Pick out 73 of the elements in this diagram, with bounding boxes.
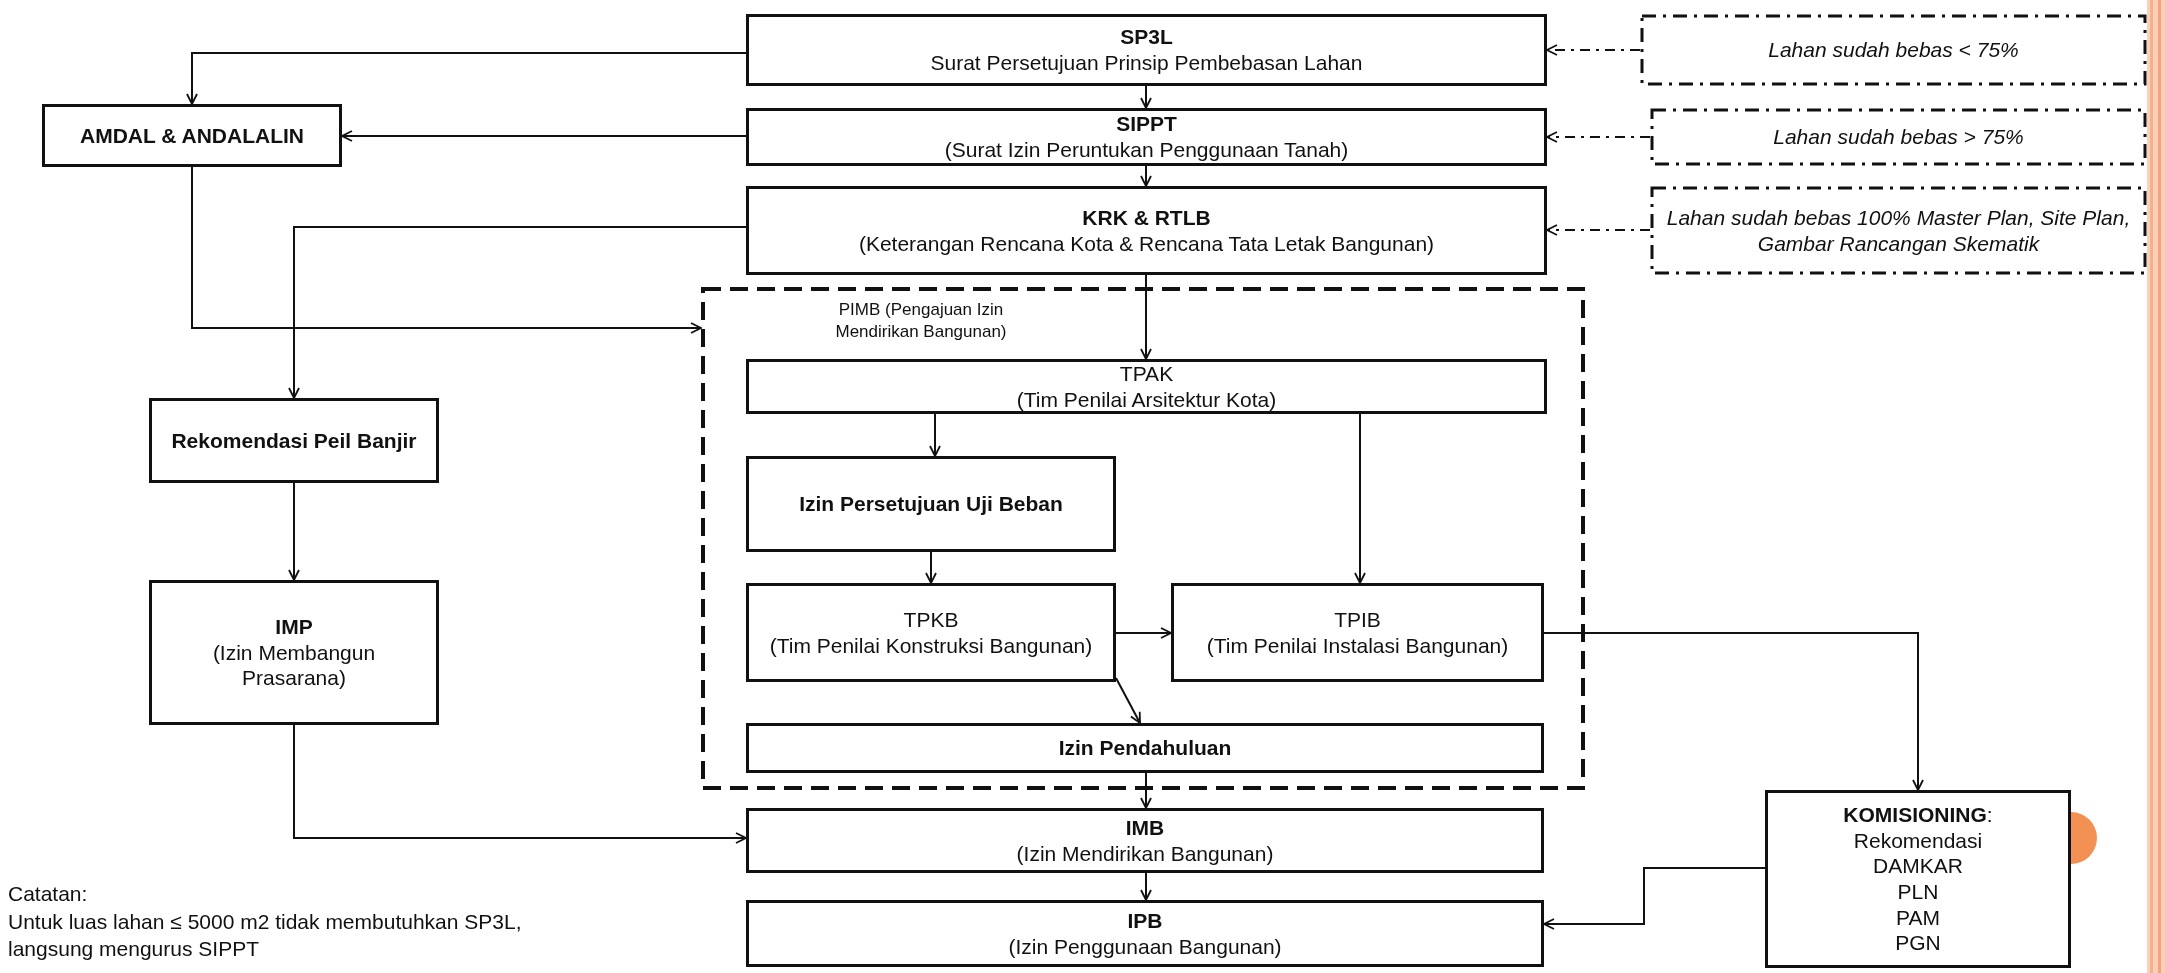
box-text: Surat Persetujuan Prinsip Pembebasan Lahan bbox=[930, 50, 1363, 76]
box-text: PAM bbox=[1896, 904, 1940, 931]
note-heading: Catatan: bbox=[8, 881, 88, 907]
box-title: IMB bbox=[1125, 814, 1165, 841]
box-text: (Keterangan Rencana Kota & Rencana Tata Letak Bangunan) bbox=[858, 230, 1435, 257]
box-title: AMDAL & ANDALALIN bbox=[80, 122, 304, 149]
box-title: KRK & RTLB bbox=[1082, 204, 1211, 231]
box-title: TPIB bbox=[1334, 606, 1381, 633]
arrow bbox=[1140, 872, 1152, 901]
box-text: (Tim Penilai Arsitektur Kota) bbox=[1016, 386, 1277, 413]
dash-dot-arrow bbox=[1546, 44, 1641, 56]
box-title: Lahan sudah bebas 100% Master Plan, Site Plan, Gambar Rancangan Skematik bbox=[1665, 204, 2132, 257]
condition-note bbox=[1650, 186, 2147, 275]
process-box bbox=[149, 398, 439, 483]
process-box bbox=[1765, 790, 2071, 968]
box-text: (Tim Penilai Instalasi Bangunan) bbox=[1206, 632, 1509, 659]
dash-dot-arrow bbox=[1546, 224, 1651, 236]
arrow bbox=[1354, 413, 1366, 584]
dash-dot-arrow bbox=[1546, 131, 1651, 143]
arrow bbox=[341, 130, 747, 142]
arrow bbox=[1140, 772, 1152, 809]
box-text: (Izin Membangun Prasarana) bbox=[211, 639, 377, 691]
process-box bbox=[746, 359, 1547, 414]
arrow bbox=[288, 482, 300, 581]
process-box bbox=[746, 808, 1544, 873]
note-text: Untuk luas lahan ≤ 5000 m2 tidak membutuhkan SP3L, langsung mengurus SIPPT bbox=[8, 909, 523, 963]
box-title: IMP bbox=[275, 614, 313, 640]
process-box bbox=[1171, 583, 1544, 682]
box-title: TPKB bbox=[903, 606, 959, 633]
arrow bbox=[186, 52, 747, 105]
box-title: Lahan sudah bebas > 75% bbox=[1773, 124, 2024, 150]
arrow bbox=[1140, 274, 1152, 360]
arrow bbox=[1543, 867, 1766, 930]
box-title: IPB bbox=[1127, 907, 1163, 934]
box-title: Rekomendasi Peil Banjir bbox=[171, 427, 417, 454]
arrow bbox=[191, 166, 702, 334]
arrow bbox=[288, 226, 747, 399]
box-text: (Izin Mendirikan Bangunan) bbox=[1016, 840, 1274, 867]
process-box bbox=[746, 456, 1116, 552]
arrow bbox=[1140, 85, 1152, 109]
box-title: Lahan sudah bebas < 75% bbox=[1768, 37, 2019, 63]
box-text: PLN bbox=[1897, 879, 1939, 905]
box-text: (Surat Izin Peruntukan Penggunaan Tanah) bbox=[944, 137, 1349, 163]
box-title: TPAK bbox=[1119, 360, 1174, 387]
process-box bbox=[746, 108, 1547, 166]
box-title: SIPPT bbox=[1116, 111, 1177, 137]
box-text: PGN bbox=[1895, 930, 1941, 956]
box-title: SP3L bbox=[1120, 24, 1173, 50]
process-box bbox=[746, 723, 1544, 773]
box-title: Izin Pendahuluan bbox=[1058, 735, 1232, 761]
condition-note bbox=[1640, 14, 2147, 86]
box-text: DAMKAR bbox=[1873, 853, 1963, 879]
group-frame bbox=[701, 287, 1585, 790]
process-box bbox=[149, 580, 439, 725]
process-box bbox=[746, 14, 1547, 86]
arrow bbox=[929, 413, 941, 457]
box-text: (Tim Penilai Konstruksi Bangunan) bbox=[769, 632, 1093, 659]
box-text: Rekomendasi bbox=[1853, 827, 1983, 854]
arrow bbox=[1140, 165, 1152, 187]
process-box bbox=[746, 186, 1547, 275]
process-box bbox=[42, 104, 342, 167]
process-box bbox=[746, 583, 1116, 682]
arrow bbox=[1543, 632, 1924, 791]
box-title: PIMB (Pengajuan Izin Mendirikan Bangunan) bbox=[834, 299, 1008, 344]
arrow bbox=[1115, 677, 1141, 724]
arrow bbox=[293, 724, 747, 844]
box-title: KOMISIONING: bbox=[1843, 802, 1993, 828]
box-text: (Izin Penggunaan Bangunan) bbox=[1008, 933, 1282, 960]
process-box bbox=[746, 900, 1544, 967]
condition-note bbox=[1650, 108, 2147, 166]
arrow bbox=[1115, 627, 1172, 639]
arrow bbox=[925, 551, 937, 584]
box-title: Izin Persetujuan Uji Beban bbox=[799, 491, 1063, 517]
